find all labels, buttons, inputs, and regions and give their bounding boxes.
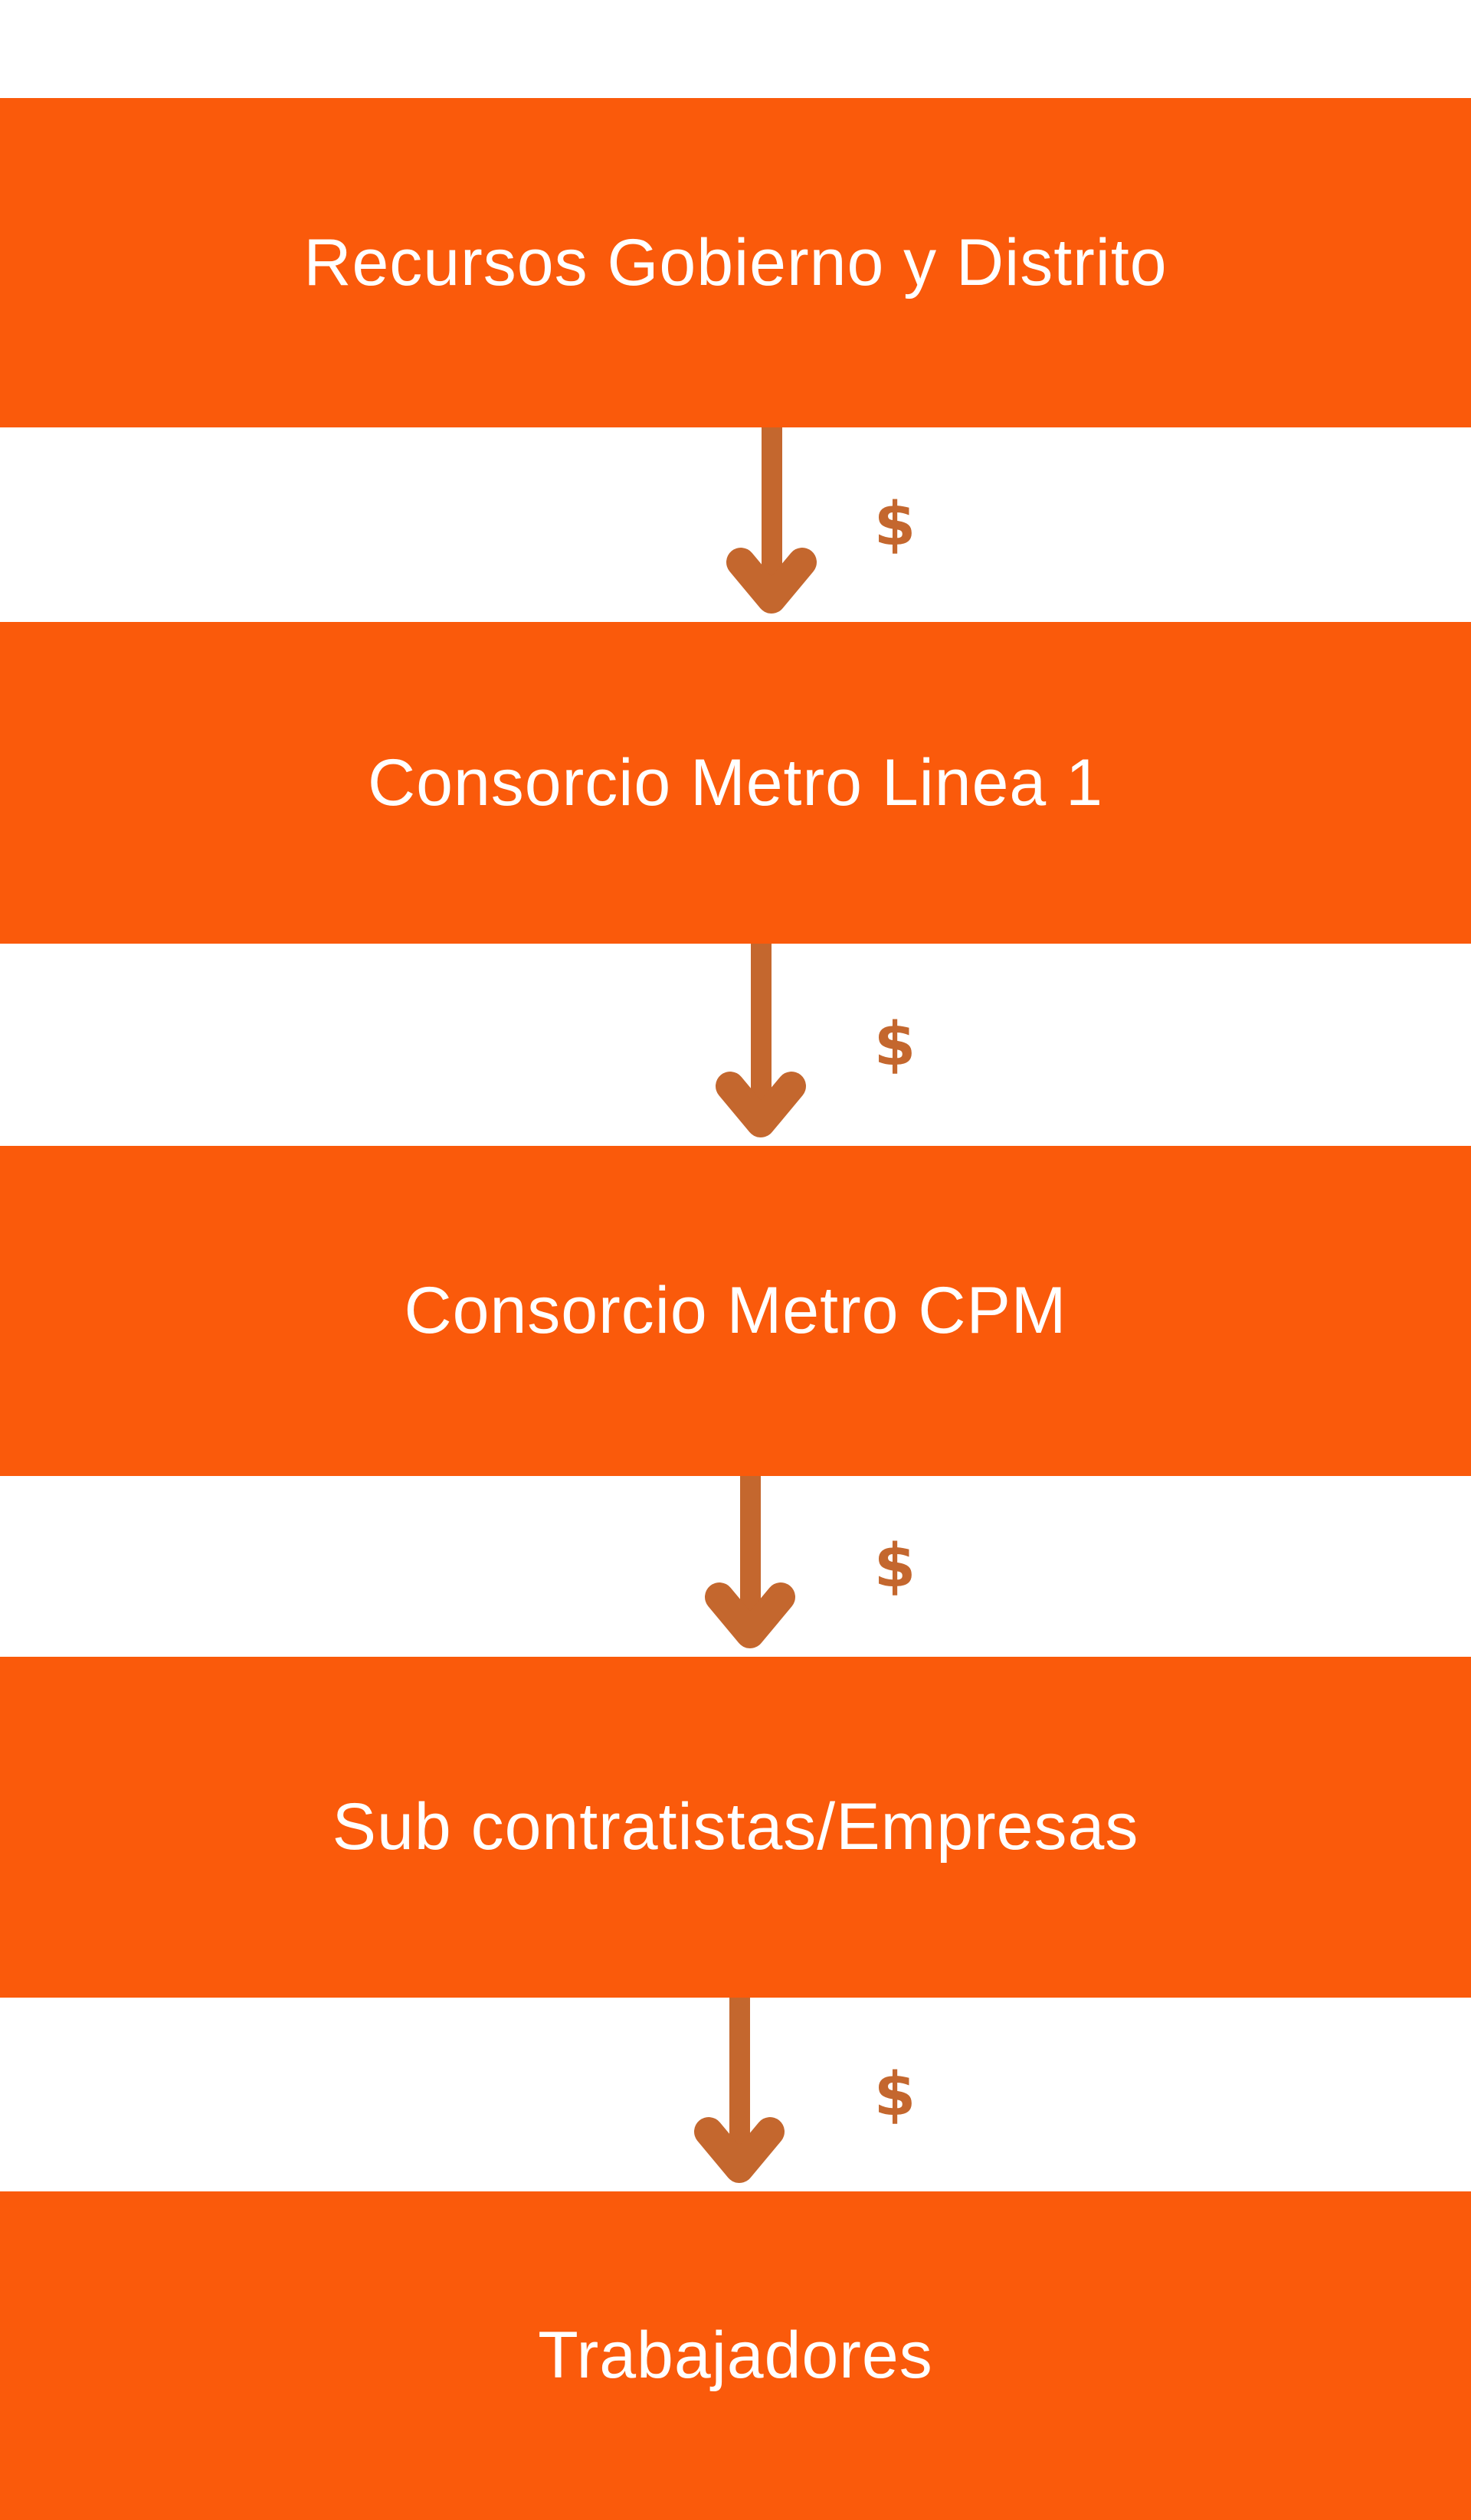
arrow-down-icon: [716, 1072, 806, 1137]
flow-node-consorcio-metro-linea-1: Consorcio Metro Linea 1: [0, 622, 1471, 944]
flow-connector-1: $: [0, 427, 1471, 622]
flow-node-consorcio-metro-cpm: Consorcio Metro CPM: [0, 1146, 1471, 1476]
arrow-stem: [729, 1998, 750, 2165]
arrow-stem: [751, 944, 772, 1119]
arrow-stem: [762, 427, 782, 595]
arrow-down-icon: [705, 1582, 795, 1648]
flow-node-recursos-gobierno: Recursos Gobierno y Distrito: [0, 98, 1471, 427]
flow-node-label: Recursos Gobierno y Distrito: [303, 225, 1168, 299]
flow-node-label: Trabajadores: [538, 2319, 933, 2392]
flow-node-trabajadores: Trabajadores: [0, 2191, 1471, 2520]
flow-connector-4: $: [0, 1998, 1471, 2191]
flow-node-label: Consorcio Metro CPM: [404, 1274, 1067, 1347]
dollar-sign-label: $: [873, 2060, 916, 2129]
dollar-sign-label: $: [873, 490, 916, 559]
flow-node-label: Consorcio Metro Linea 1: [368, 745, 1103, 820]
dollar-sign-label: $: [873, 1010, 916, 1079]
flow-connector-2: $: [0, 944, 1471, 1146]
flow-node-label: Sub contratistas/Empresas: [332, 1790, 1139, 1864]
arrow-down-icon: [726, 548, 817, 614]
arrow-down-icon: [694, 2117, 785, 2183]
dollar-sign-label: $: [873, 1532, 916, 1601]
flow-connector-3: $: [0, 1476, 1471, 1657]
flow-node-subcontratistas-empresas: Sub contratistas/Empresas: [0, 1657, 1471, 1998]
